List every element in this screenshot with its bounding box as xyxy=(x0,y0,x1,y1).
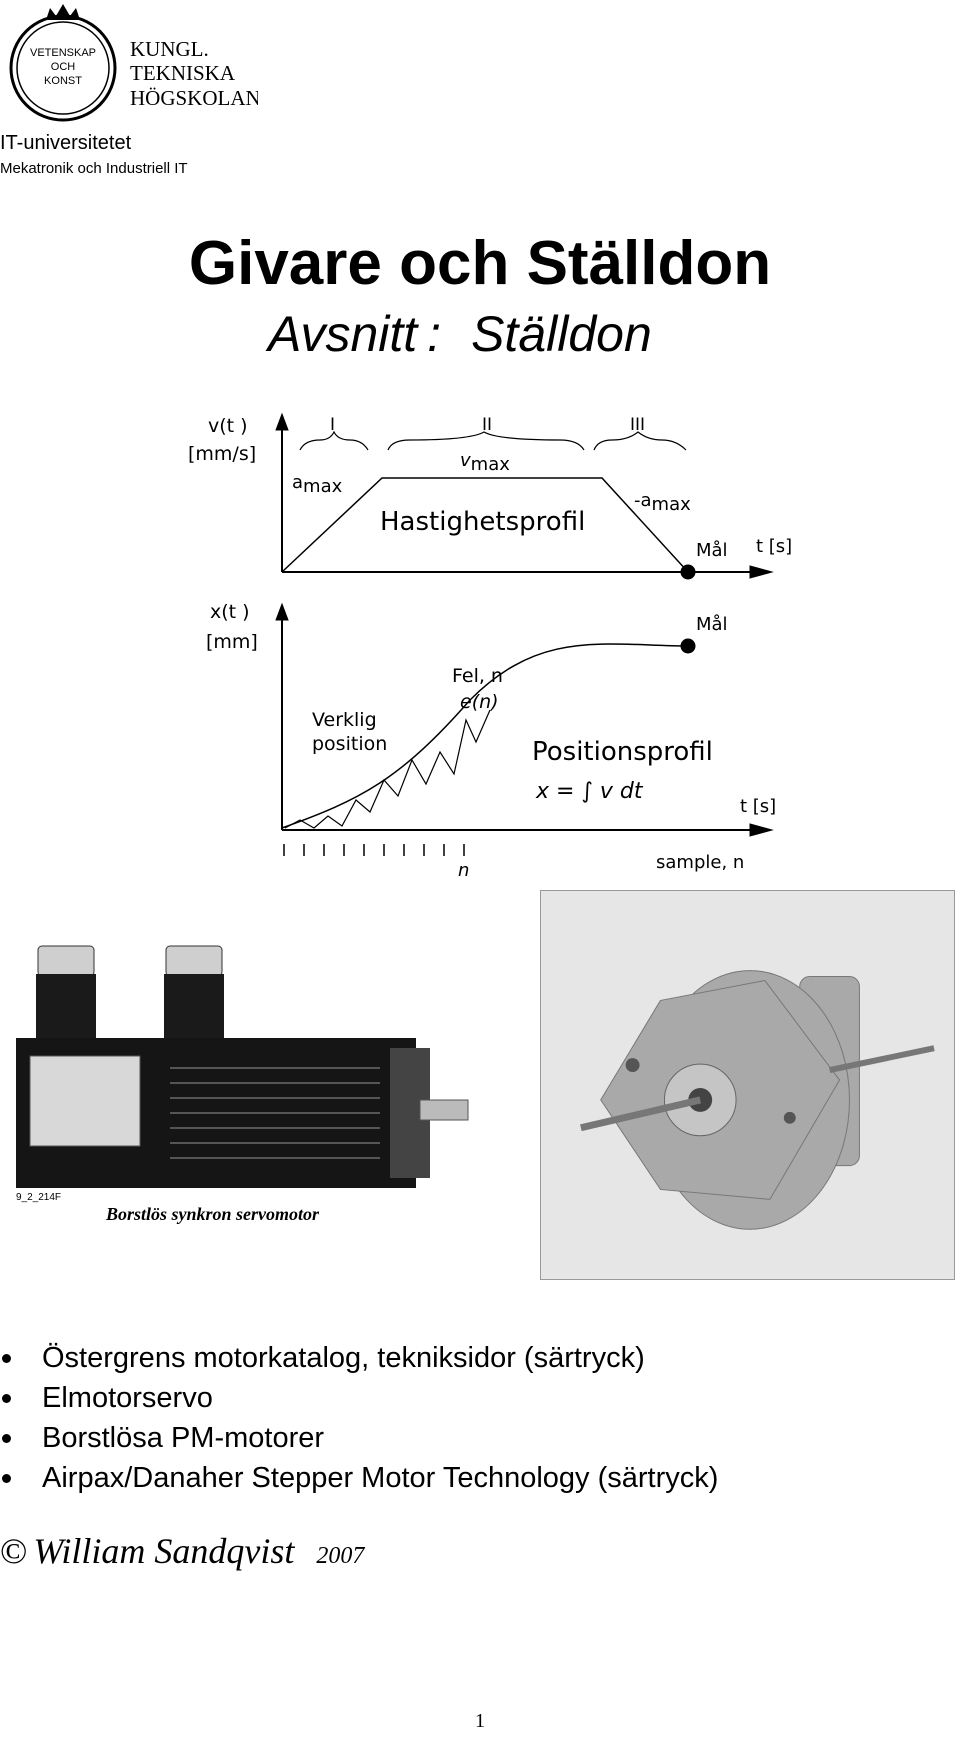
copyright-icon: © xyxy=(0,1531,28,1571)
velocity-y-unit: [mm/s] xyxy=(188,443,256,465)
institution-line-3: HÖGSKOLAN xyxy=(130,86,258,110)
crest-text-1: VETENSKAP xyxy=(30,47,96,59)
bullet-icon xyxy=(2,1354,11,1363)
position-y-arrow xyxy=(275,602,289,621)
servo-motor-photo: 9_2_214F Borstlös synkron servomotor xyxy=(16,945,469,1224)
page-number: 1 xyxy=(475,1710,485,1732)
vmax-label: vmax xyxy=(460,450,510,475)
actual-position-label-1: Verklig xyxy=(312,709,377,731)
servo-caption: Borstlös synkron servomotor xyxy=(105,1204,320,1224)
kth-crest: VETENSKAP OCH KONST xyxy=(9,4,117,122)
crest-text-3: KONST xyxy=(44,75,82,87)
institution-line-2: TEKNISKA xyxy=(130,61,236,85)
servo-photo-code: 9_2_214F xyxy=(16,1192,61,1203)
phase-3-label: III xyxy=(630,415,645,435)
sample-axis-label: sample, n xyxy=(656,852,744,873)
department-name: Mekatronik och Industriell IT xyxy=(0,160,188,177)
stepper-motor-photo xyxy=(540,890,955,1280)
list-item-text: Östergrens motorkatalog, tekniksidor (sä… xyxy=(42,1342,645,1374)
institution-line-1: KUNGL. xyxy=(130,37,209,61)
list-item: Airpax/Danaher Stepper Motor Technology … xyxy=(0,1458,718,1498)
position-x-arrow xyxy=(749,823,774,837)
list-item-text: Airpax/Danaher Stepper Motor Technology … xyxy=(42,1462,719,1494)
position-profile-label: Positionsprofil xyxy=(532,737,713,767)
list-item: Östergrens motorkatalog, tekniksidor (sä… xyxy=(0,1338,718,1378)
velocity-x-label: t [s] xyxy=(756,536,792,557)
accel-label: amax xyxy=(292,472,343,497)
phase-2-brace xyxy=(387,431,585,451)
position-y-label: x(t ) xyxy=(210,601,250,623)
velocity-y-arrow xyxy=(275,412,289,431)
velocity-y-label: v(t ) xyxy=(208,415,248,437)
reference-list: Östergrens motorkatalog, tekniksidor (sä… xyxy=(0,1338,718,1498)
section-subtitle: Avsnitt: Ställdon xyxy=(268,305,652,363)
phase-2-label: II xyxy=(482,415,492,435)
position-x-label: t [s] xyxy=(740,796,776,817)
velocity-graph xyxy=(275,412,774,580)
publication-year: 2007 xyxy=(316,1543,365,1569)
position-profile-curve xyxy=(281,643,689,829)
list-item: Borstlösa PM-motorer xyxy=(0,1418,718,1458)
sample-n-label: n xyxy=(458,860,469,881)
bullet-icon xyxy=(2,1394,11,1403)
phase-1-label: I xyxy=(330,415,335,435)
velocity-goal-point xyxy=(680,564,696,580)
velocity-x-arrow xyxy=(749,565,774,579)
bullet-icon xyxy=(2,1434,11,1443)
page-title: Givare och Ställdon xyxy=(188,229,772,298)
error-label: Fel, n xyxy=(452,665,503,687)
bullet-icon xyxy=(2,1474,11,1483)
decel-label: -amax xyxy=(634,490,691,515)
author-name: William Sandqvist xyxy=(33,1531,295,1571)
actual-position-trace xyxy=(284,709,491,829)
list-item-text: Elmotorservo xyxy=(42,1382,213,1414)
position-goal-point xyxy=(680,638,696,654)
subtitle-colon: : xyxy=(427,306,442,362)
list-item-text: Borstlösa PM-motorer xyxy=(42,1422,325,1454)
motion-profile-diagram: v(t ) [mm/s] I II III amax vmax -amax Ha… xyxy=(188,412,792,881)
subtitle-prefix: Avsnitt xyxy=(268,306,418,362)
signature: ©William Sandqvist 2007 xyxy=(0,1530,364,1572)
error-symbol: e(n) xyxy=(460,691,499,713)
list-item: Elmotorservo xyxy=(0,1378,718,1418)
phase-3-brace xyxy=(593,431,687,451)
phase-1-brace xyxy=(299,430,369,451)
velocity-goal-label: Mål xyxy=(696,540,728,561)
sample-ticks xyxy=(283,844,465,856)
position-goal-label: Mål xyxy=(696,614,728,635)
integral-formula: x = ∫ v dt xyxy=(535,779,644,804)
kth-logo: VETENSKAP OCH KONST KUNGL. TEKNISKA HÖGS… xyxy=(9,4,258,122)
crown-icon xyxy=(46,4,80,20)
position-graph xyxy=(275,602,774,856)
velocity-profile-label: Hastighetsprofil xyxy=(380,507,585,537)
subtitle-topic: Ställdon xyxy=(471,306,652,362)
position-y-unit: [mm] xyxy=(206,631,258,653)
actual-position-label-2: position xyxy=(312,733,387,755)
university-name: IT-universitetet xyxy=(0,132,132,154)
velocity-trapezoid xyxy=(281,477,689,573)
crest-text-2: OCH xyxy=(51,61,76,73)
